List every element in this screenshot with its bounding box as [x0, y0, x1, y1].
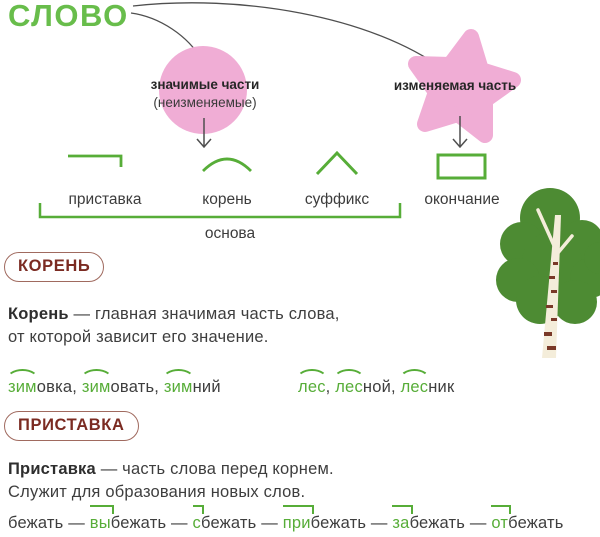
label-pristavka: приставка — [68, 191, 142, 208]
pristavka-badge: ПРИСТАВКА — [4, 411, 139, 441]
root-symbol-icon — [202, 157, 252, 173]
example-word: лесник — [398, 369, 455, 396]
tree-bark-marks — [544, 262, 558, 350]
pristavka-def-line1: Приставка — часть слова перед корнем. — [8, 460, 334, 478]
example-word: лес — [296, 369, 328, 396]
page-title: СЛОВО — [8, 0, 129, 33]
significant-parts-label: значимые части — [150, 77, 260, 92]
label-koren: корень — [202, 191, 252, 208]
tree-branches — [536, 208, 574, 256]
significant-circle — [159, 46, 247, 134]
ending-symbol-icon — [436, 153, 487, 180]
koren-def-line1: Корень — главная значимая часть слова, — [8, 305, 340, 323]
koren-badge: КОРЕНЬ — [4, 252, 105, 282]
label-okonchanie: окончание — [424, 191, 500, 208]
changeable-part-label: изменяемая часть — [393, 78, 517, 93]
prefix-symbol-icon — [68, 154, 123, 167]
root-examples-right: лес, лесной, лесник — [296, 369, 455, 396]
chain-word: выбежать — [89, 505, 167, 532]
example-word: зимовка — [6, 369, 73, 396]
label-osnova: основа — [204, 225, 256, 242]
suffix-symbol-icon — [315, 150, 359, 176]
example-word: лесной — [333, 369, 391, 396]
pristavka-definition: Приставка — часть слова перед корнем. Сл… — [8, 458, 334, 504]
chain-word: прибежать — [282, 505, 367, 532]
stem-bracket-icon — [38, 203, 402, 219]
curve-to-changeable — [132, 2, 444, 70]
significant-parts-sublabel: (неизменяемые) — [153, 95, 257, 110]
down-arrow-icon — [196, 118, 212, 149]
example-word: зимовать — [79, 369, 155, 396]
chain-word: отбежать — [491, 505, 564, 532]
root-examples-left: зимовка, зимовать, зимний — [6, 369, 221, 396]
koren-def-term: Корень — [8, 305, 69, 323]
pristavka-def-line2: Служит для образования новых слов. — [8, 483, 306, 501]
birch-tree — [496, 188, 600, 358]
down-arrow-icon — [452, 116, 468, 149]
chain-word: сбежать — [192, 505, 257, 532]
example-word: зимний — [161, 369, 221, 396]
prefix-word-chain: бежать — выбежать — сбежать — прибежать … — [8, 505, 564, 532]
changeable-star-blob — [408, 29, 521, 143]
chain-word: забежать — [392, 505, 466, 532]
pristavka-def-term: Приставка — [8, 460, 96, 478]
chain-word: бежать — [8, 514, 64, 532]
koren-definition: Корень — главная значимая часть слова, о… — [8, 303, 340, 349]
label-suffiks: суффикс — [304, 191, 370, 208]
koren-def-line2: от которой зависит его значение. — [8, 328, 269, 346]
